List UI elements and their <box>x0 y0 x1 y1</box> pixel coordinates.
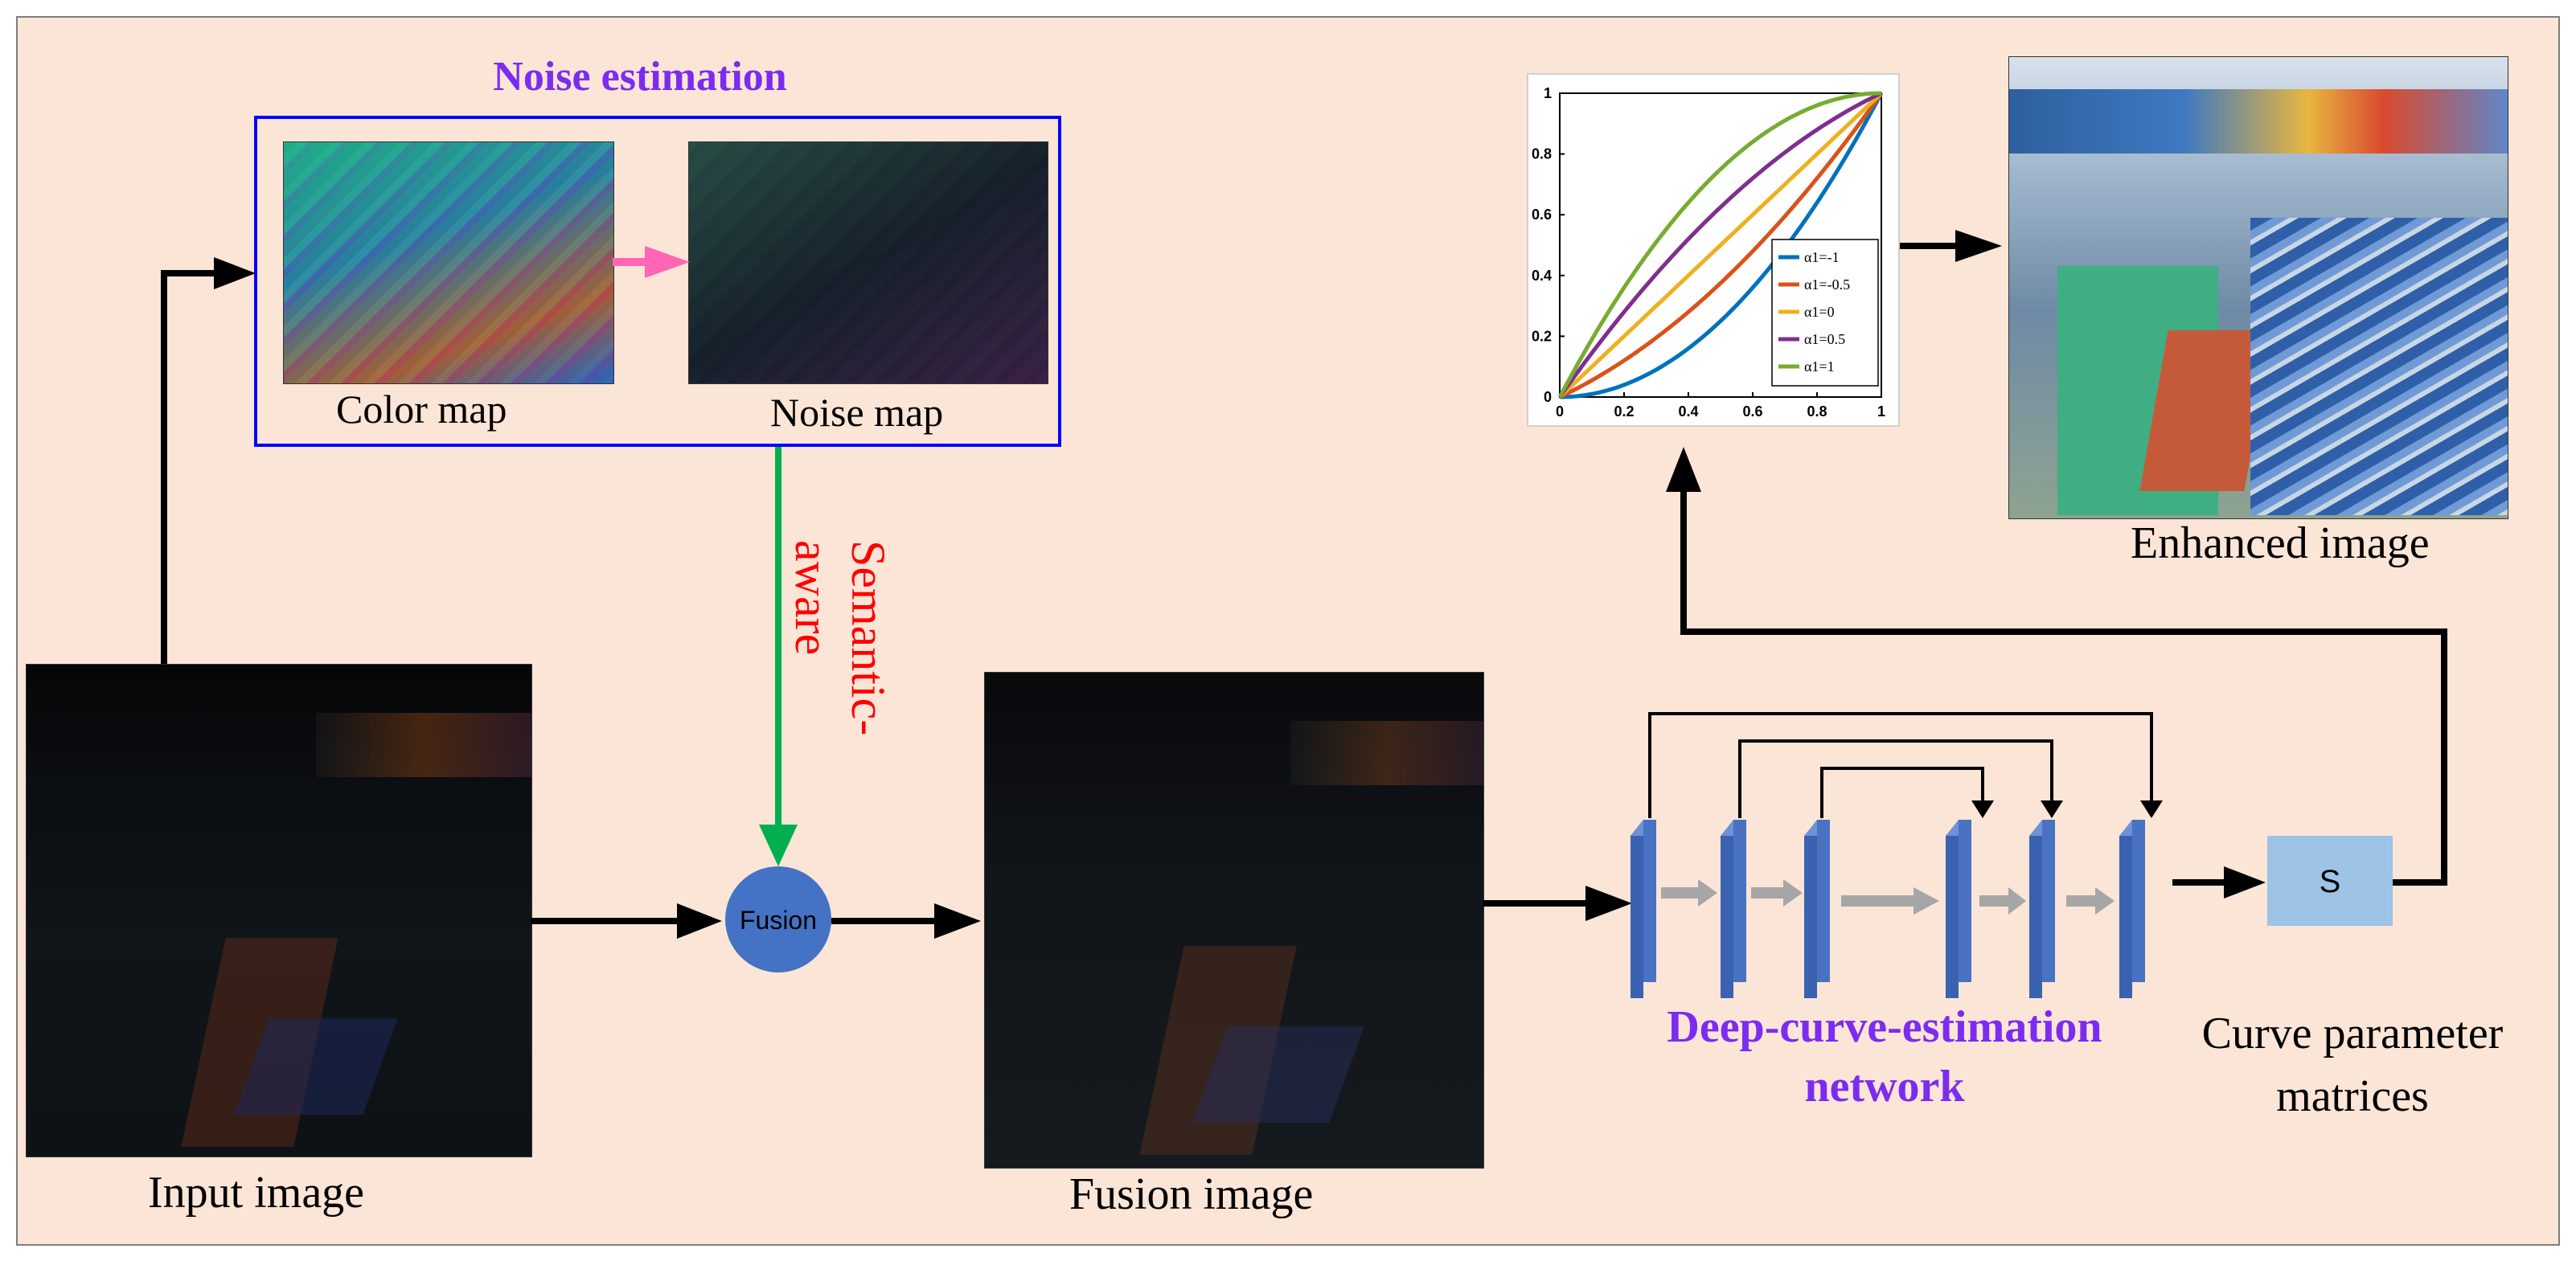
noise-map-image <box>688 141 1048 384</box>
network-layer-4 <box>1946 820 1971 998</box>
network-layer-2 <box>1721 820 1746 998</box>
skip-connection-middle <box>1738 739 2053 818</box>
skip-connections <box>1648 712 2153 818</box>
enhanced-image <box>2008 56 2508 519</box>
fusion-node-label: Fusion <box>740 906 817 935</box>
pink-arrow <box>613 246 690 278</box>
fusion-image-highlight <box>1290 721 1483 785</box>
network-layer-5 <box>2029 820 2055 998</box>
curve-chart: 0 0.2 0.4 0.6 0.8 1 0 0.2 0.4 0.6 0.8 1 α1=-1 α1=-0.… <box>1527 73 1900 427</box>
chart-series-line <box>1560 92 1884 399</box>
chart-series-line <box>1558 92 1883 399</box>
input-image-label: Input image <box>148 1168 365 1218</box>
semantic-aware-label: Semantic- aware <box>786 540 895 747</box>
noise-estimation-title: Noise estimation <box>493 54 786 100</box>
enhanced-image-seats <box>2250 218 2508 515</box>
chart-series-line <box>1558 92 1884 399</box>
network-title-line1: Deep-curve-estimation <box>1667 1002 2102 1052</box>
color-map-label: Color map <box>336 387 507 432</box>
input-to-fusion-arrow <box>531 903 722 939</box>
network-layer-6 <box>2119 820 2145 998</box>
input-image-highlight <box>316 713 531 777</box>
chart-legend-label: α1=0 <box>1804 304 1835 320</box>
chart-ytick-label: 1 <box>1544 85 1552 101</box>
noise-map-label: Noise map <box>770 390 944 435</box>
enhanced-image-banner <box>2009 89 2508 154</box>
chart-legend-label: α1=0.5 <box>1804 331 1845 347</box>
chart-tick-labels: 0 0.2 0.4 0.6 0.8 1 0 0.2 0.4 0.6 0.8 1 <box>1532 85 1885 420</box>
input-image <box>26 664 532 1157</box>
network-title-line2: network <box>1804 1062 1965 1111</box>
fusion-image <box>984 672 1484 1169</box>
image-to-network-arrow <box>1483 886 1632 921</box>
semantic-aware-arrow <box>759 447 798 866</box>
chart-series-group <box>1557 91 1884 399</box>
input-to-noise-arrow <box>161 257 256 664</box>
network-to-s-arrow <box>2172 866 2266 899</box>
noise-estimation-box <box>254 116 1061 447</box>
chart-ytick-label: 0 <box>1544 389 1552 405</box>
skip-connection-inner <box>1820 767 1984 818</box>
chart-ytick-label: 0.8 <box>1532 146 1552 162</box>
semantic-aware-line2: aware <box>786 540 839 655</box>
fusion-to-image-arrow <box>831 903 981 939</box>
chart-legend: α1=-1 α1=-0.5 α1=0 α1=0.5 α1=1 <box>1771 239 1879 387</box>
chart-to-enhanced-arrow <box>1899 230 2002 262</box>
network-layer-3 <box>1804 820 1830 998</box>
skip-arrowheads <box>1971 800 2163 818</box>
enhanced-image-label: Enhanced image <box>2131 518 2430 568</box>
network-gray-arrows <box>1661 879 2115 915</box>
curve-params-line1: Curve parameter <box>2202 1009 2504 1058</box>
network-layer-1 <box>1631 820 1656 998</box>
chart-xtick-label: 0.2 <box>1614 403 1634 420</box>
chart-xtick-label: 1 <box>1877 403 1885 420</box>
chart-ytick-label: 0.2 <box>1532 328 1552 344</box>
chart-ytick-label: 0.4 <box>1532 268 1552 284</box>
fusion-node <box>725 866 831 972</box>
curve-params-line2: matrices <box>2276 1071 2429 1121</box>
chart-ytick-label: 0.6 <box>1532 207 1552 223</box>
color-map-image <box>283 141 614 384</box>
skip-connection-outer <box>1648 712 2153 818</box>
network-layers <box>1631 820 2145 998</box>
s-block <box>2267 836 2393 926</box>
fusion-image-label: Fusion image <box>1069 1169 1314 1219</box>
chart-xtick-label: 0.6 <box>1742 403 1762 420</box>
chart-legend-label: α1=1 <box>1804 358 1835 375</box>
chart-series-line <box>1557 91 1881 399</box>
chart-series-line <box>1557 91 1883 399</box>
chart-xtick-label: 0.8 <box>1807 403 1827 420</box>
chart-xtick-label: 0 <box>1556 403 1564 420</box>
semantic-aware-line1: Semantic- <box>842 540 895 735</box>
chart-xtick-label: 0.4 <box>1678 403 1698 420</box>
s-to-chart-arrow <box>1666 447 2447 886</box>
chart-legend-label: α1=-0.5 <box>1804 276 1850 293</box>
chart-legend-label: α1=-1 <box>1804 249 1840 265</box>
s-block-label: S <box>2320 864 2341 899</box>
